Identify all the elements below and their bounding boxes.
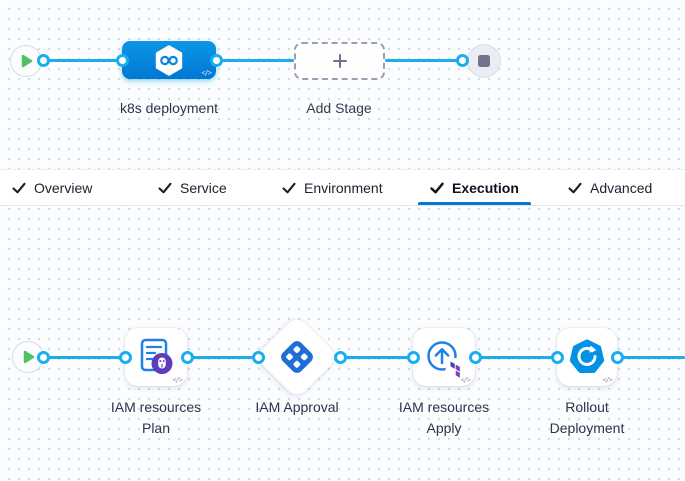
connector-line <box>216 59 294 62</box>
tab-environment[interactable]: Environment <box>270 170 395 205</box>
step-label-line: Plan <box>141 420 171 436</box>
connector-line <box>43 59 122 62</box>
step-label: IAM resources Plan <box>76 397 236 439</box>
tab-label: Advanced <box>590 179 653 196</box>
tab-label: Environment <box>304 179 383 196</box>
check-icon <box>282 182 296 193</box>
play-icon <box>23 350 35 364</box>
connector-port <box>469 351 482 364</box>
connector-line <box>475 356 557 359</box>
step-node-rollout-deployment[interactable]: </> <box>557 328 617 386</box>
step-node-iam-resources-apply[interactable]: </> <box>413 328 475 386</box>
connector-port <box>37 54 50 67</box>
connector-line <box>43 356 125 359</box>
connector-port <box>116 54 129 67</box>
check-icon <box>568 182 582 193</box>
step-node-iam-resources-plan[interactable]: </> <box>125 328 187 386</box>
step-label-line: IAM Approval <box>255 399 339 415</box>
connector-port <box>334 351 347 364</box>
check-icon <box>12 182 26 193</box>
step-node-iam-approval[interactable] <box>254 314 340 400</box>
connector-line <box>617 356 685 359</box>
connector-line <box>187 356 258 359</box>
plus-icon <box>332 54 347 68</box>
tab-label: Service <box>180 179 227 196</box>
step-label: IAM resources Apply <box>364 397 524 439</box>
terraform-plan-icon <box>140 338 173 374</box>
add-stage-button[interactable] <box>294 42 385 80</box>
active-tab-underline <box>418 202 531 205</box>
tab-advanced[interactable]: Advanced <box>556 170 664 205</box>
tab-label: Execution <box>452 179 519 196</box>
stage-config-tabbar: Overview Service Environment Execution A… <box>0 169 685 206</box>
code-icon: </> <box>172 376 183 384</box>
step-label-line: Rollout <box>565 399 609 415</box>
tab-execution[interactable]: Execution <box>418 170 531 205</box>
connector-port <box>611 351 624 364</box>
stage-label: k8s deployment <box>119 100 219 116</box>
check-icon <box>430 182 444 194</box>
tab-overview[interactable]: Overview <box>0 170 104 205</box>
stop-icon <box>478 55 490 67</box>
step-label-line: Apply <box>426 420 462 436</box>
pipeline-start-node[interactable] <box>10 45 42 77</box>
step-label-line: IAM resources <box>110 399 202 415</box>
step-label: IAM Approval <box>217 397 377 418</box>
connector-port <box>210 54 223 67</box>
step-label-line: IAM resources <box>398 399 490 415</box>
connector-port <box>252 351 265 364</box>
code-icon: </> <box>602 376 613 384</box>
connector-port <box>37 351 50 364</box>
rollout-deployment-icon <box>569 339 605 373</box>
connector-port <box>181 351 194 364</box>
connector-line <box>340 356 413 359</box>
connector-port <box>119 351 132 364</box>
check-icon <box>158 182 172 193</box>
step-label-line: Deployment <box>549 420 625 436</box>
connector-port <box>407 351 420 364</box>
connector-port <box>551 351 564 364</box>
connector-port <box>456 54 469 67</box>
code-icon: </> <box>201 69 212 77</box>
play-icon <box>21 54 33 68</box>
stage-node-k8s-deployment[interactable]: </> <box>122 41 216 79</box>
step-label: Rollout Deployment <box>507 397 667 439</box>
code-icon: </> <box>460 376 471 384</box>
terraform-apply-icon <box>427 341 466 378</box>
pipeline-end-node[interactable] <box>467 44 501 78</box>
tab-label: Overview <box>34 179 93 196</box>
connector-line <box>385 59 463 62</box>
tab-service[interactable]: Service <box>146 170 239 205</box>
add-stage-label: Add Stage <box>306 100 372 116</box>
harness-cd-hexagon-icon <box>155 44 183 76</box>
